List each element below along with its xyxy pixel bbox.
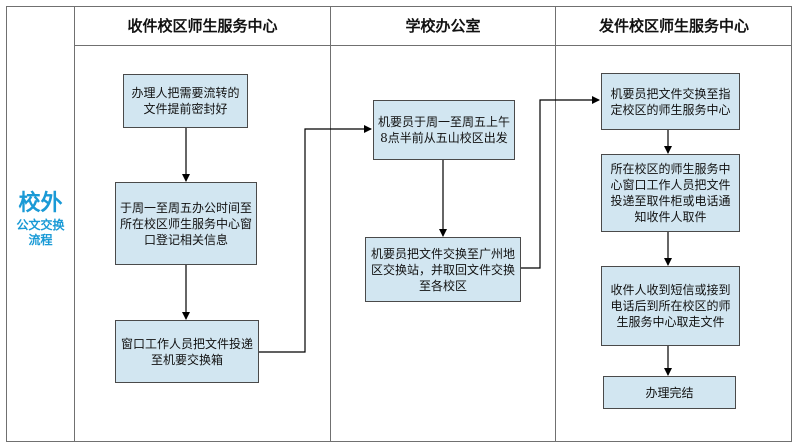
lane-divider-2: [555, 6, 556, 442]
step-notify-recipient: 所在校区的师生服务中心窗口工作人员把文件投递至取件柜或电话通知收件人取件: [601, 154, 740, 232]
side-title-sub2: 流程: [28, 232, 53, 247]
lane-header-send: 发件校区师生服务中心: [598, 17, 749, 35]
step-courier-departs: 机要员于周一至周五上午8点半前从五山校区出发: [373, 100, 515, 160]
header-divider: [74, 45, 792, 46]
diagram-frame: [6, 6, 792, 442]
step-complete: 办理完结: [603, 376, 736, 409]
step-deliver-to-exchange-box: 窗口工作人员把文件投递至机要交换箱: [115, 320, 259, 383]
arrow-recv3-to-office1: [259, 125, 372, 353]
step-recipient-pickup: 收件人收到短信或接到电话后到所在校区的师生服务中心取走文件: [601, 266, 740, 346]
lane-header-receive: 收件校区师生服务中心: [127, 17, 278, 35]
lane-header-office: 学校办公室: [405, 17, 481, 35]
side-divider: [74, 6, 75, 442]
step-exchange-station: 机要员把文件交换至广州地区交换站，并取回文件交换至各校区: [365, 237, 521, 302]
step-seal-documents: 办理人把需要流转的文件提前密封好: [123, 74, 248, 128]
lane-divider-1: [330, 6, 331, 442]
step-register-at-window: 于周一至周五办公时间至所在校区师生服务中心窗口登记相关信息: [115, 182, 257, 265]
arrow-office2-to-send1: [521, 96, 600, 269]
step-deliver-to-center: 机要员把文件交换至指定校区的师生服务中心: [601, 73, 740, 130]
process-side-title: 校外 公文交换 流程: [7, 190, 74, 248]
side-title-main: 校外: [18, 191, 63, 216]
side-title-sub1: 公文交换: [16, 217, 65, 232]
